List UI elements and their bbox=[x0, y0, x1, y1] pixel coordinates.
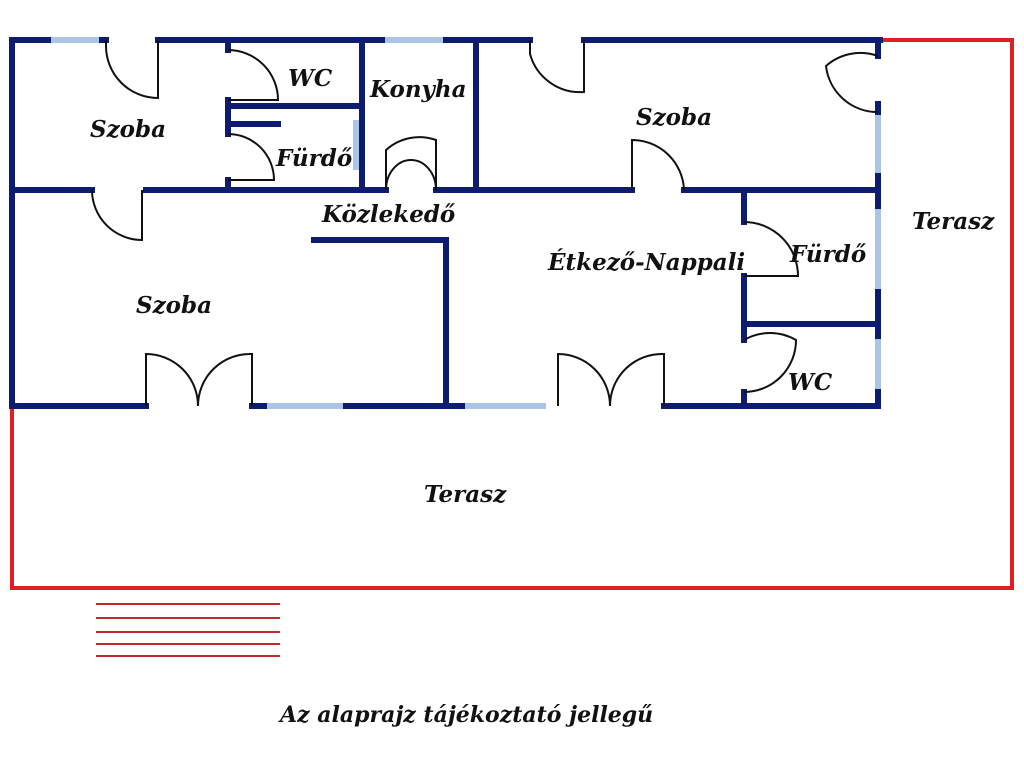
label-szoba-top-right: Szoba bbox=[636, 104, 712, 131]
windows bbox=[48, 37, 881, 409]
label-furdo-right: Fürdő bbox=[789, 241, 866, 268]
plan-note: Az alaprajz tájékoztató jellegű bbox=[278, 702, 653, 728]
label-szoba-top-left: Szoba bbox=[90, 116, 166, 143]
doors bbox=[91, 40, 879, 407]
label-wc-top: WC bbox=[288, 65, 333, 92]
label-etkezo-nappali: Étkező-Nappali bbox=[547, 249, 745, 276]
label-terasz-bottom: Terasz bbox=[424, 481, 507, 508]
label-kozlekedo: Közlekedő bbox=[321, 201, 455, 228]
room-labels: Szoba WC Konyha Fürdő Szoba Közlekedő Sz… bbox=[90, 65, 995, 508]
label-konyha: Konyha bbox=[369, 76, 467, 103]
stairs bbox=[96, 603, 280, 657]
terrace-outline bbox=[10, 38, 1014, 590]
label-furdo-top: Fürdő bbox=[275, 145, 352, 172]
label-szoba-bottom-left: Szoba bbox=[136, 292, 212, 319]
label-wc-right: WC bbox=[788, 369, 833, 396]
label-terasz-right: Terasz bbox=[912, 208, 995, 235]
walls bbox=[9, 37, 883, 409]
